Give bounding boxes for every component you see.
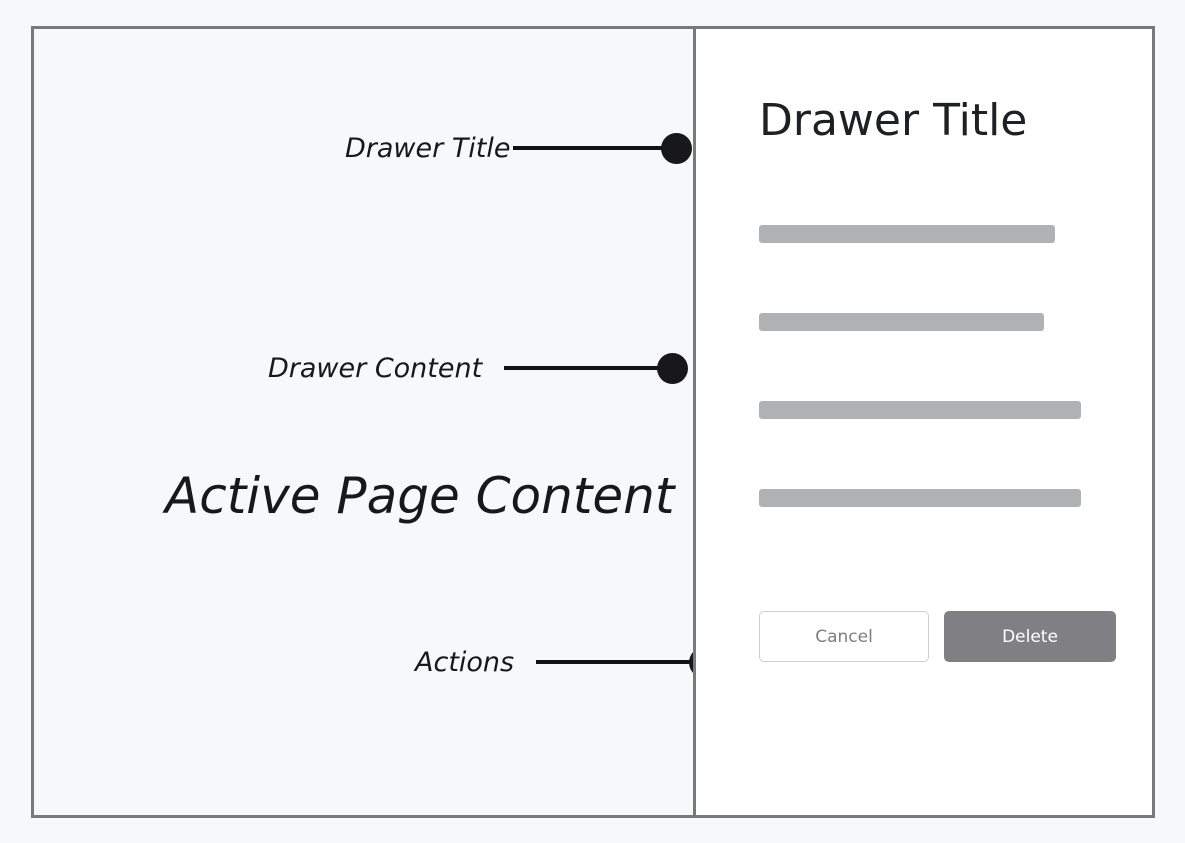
drawer-action-bar: Cancel Delete — [759, 611, 1116, 662]
callout-actions-label: Actions — [415, 646, 515, 678]
callout-drawer-title: Drawer Title — [345, 130, 692, 166]
drawer-panel: Drawer Title Cancel Delete — [696, 29, 1152, 815]
callout-endpoint-dot-icon — [657, 352, 689, 384]
wireframe-frame: Drawer Title Drawer Content Active Page … — [31, 26, 1155, 818]
callout-leader-line — [512, 146, 663, 150]
callout-actions: Actions — [415, 644, 721, 680]
callout-leader-line — [504, 366, 660, 370]
content-placeholder-bar — [759, 401, 1081, 419]
cancel-button[interactable]: Cancel — [759, 611, 929, 662]
callout-drawer-content-label: Drawer Content — [268, 352, 483, 384]
panel-divider — [693, 29, 696, 815]
callout-leader-line — [536, 660, 692, 664]
callout-drawer-title-label: Drawer Title — [345, 132, 511, 164]
drawer-title: Drawer Title — [759, 95, 1028, 146]
content-placeholder-bar — [759, 489, 1081, 507]
drawer-content-placeholders — [759, 225, 1179, 577]
callout-drawer-content: Drawer Content — [268, 350, 689, 386]
delete-button[interactable]: Delete — [944, 611, 1116, 662]
content-placeholder-bar — [759, 313, 1044, 331]
active-page-panel: Drawer Title Drawer Content Active Page … — [34, 29, 721, 815]
active-page-content-label: Active Page Content — [165, 467, 675, 525]
callout-endpoint-dot-icon — [660, 132, 692, 164]
content-placeholder-bar — [759, 225, 1055, 243]
